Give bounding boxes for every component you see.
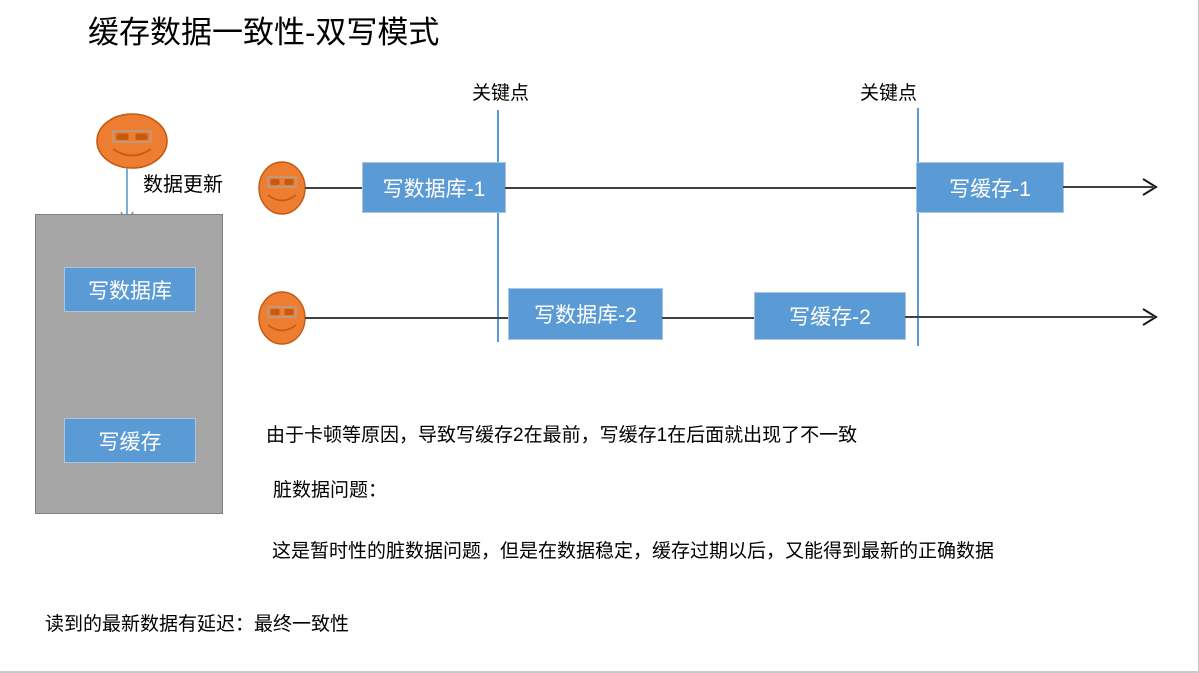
keypoint-line-1 (497, 110, 499, 342)
timeline-1-segment-1 (305, 187, 363, 189)
note-line-2: 脏数据问题： (273, 480, 388, 501)
timeline-2-step-write-db-2[interactable]: 写数据库-2 (508, 288, 663, 340)
user-face-icon-2 (258, 291, 306, 345)
timeline-2-end-arrow (905, 308, 1159, 333)
timeline-1-segment-2 (505, 187, 917, 189)
left-panel-box-write-cache[interactable]: 写缓存 (64, 418, 196, 463)
note-line-3: 这是暂时性的脏数据问题，但是在数据稳定，缓存过期以后，又能得到最新的正确数据 (272, 541, 995, 562)
user-face-large-icon (96, 113, 168, 169)
timeline-2-step-write-cache-2[interactable]: 写缓存-2 (754, 292, 906, 340)
note-line-1: 由于卡顿等原因，导致写缓存2在最前，写缓存1在后面就出现了不一致 (266, 425, 858, 446)
timeline-2-segment-1 (305, 317, 510, 319)
timeline-1-end-arrow (1063, 178, 1159, 203)
keypoint-label-2: 关键点 (860, 83, 918, 104)
user-face-icon-1 (258, 161, 306, 215)
timeline-1-step-write-cache-1[interactable]: 写缓存-1 (916, 162, 1064, 213)
timeline-1-step-write-db-1[interactable]: 写数据库-1 (362, 162, 506, 213)
keypoint-line-2 (917, 108, 919, 346)
left-gray-panel: 写数据库 写缓存 (35, 214, 223, 514)
keypoint-label-1: 关键点 (472, 83, 530, 104)
data-update-label: 数据更新 (143, 174, 223, 196)
left-panel-box-write-db[interactable]: 写数据库 (64, 267, 196, 312)
note-line-4: 读到的最新数据有延迟：最终一致性 (45, 614, 350, 635)
timeline-2-segment-2 (662, 317, 755, 319)
page-title: 缓存数据一致性-双写模式 (88, 15, 440, 50)
